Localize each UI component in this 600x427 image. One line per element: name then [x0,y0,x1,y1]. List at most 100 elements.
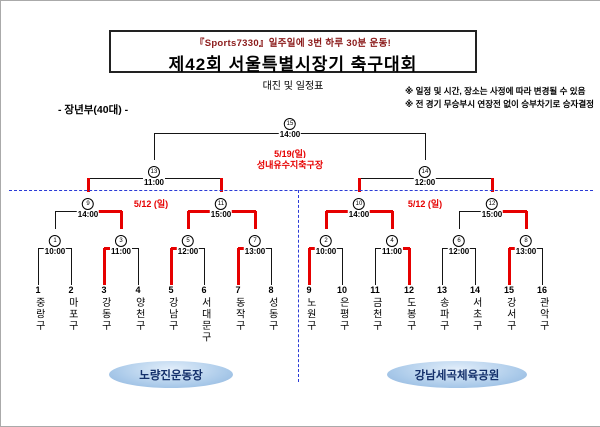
bracket-line [154,133,156,179]
match-time: 12:00 [448,247,470,256]
page-title: 제42회 서울특별시장기 축구대회 [168,55,418,74]
bracket-line [204,248,205,285]
venue-left-label: 노량진운동장 [139,369,203,382]
team-name: 송파구 [437,297,449,332]
title-box: 『Sports7330』일주일에 3번 하루 30분 운동! 제42회 서울특별… [109,30,477,74]
match-time: 13:00 [515,247,537,256]
team-name: 마포구 [66,297,78,332]
bracket-line [138,248,139,285]
team-name: 은평구 [337,297,349,332]
team-column-10: 10 은평구 [331,285,353,332]
team-number: 6 [201,285,207,295]
team-name: 중랑구 [33,297,45,332]
match-label-sf1: 13 11:00 [142,160,166,188]
team-number: 4 [135,285,141,295]
match-number-circled: 12 [482,192,502,210]
team-column-13: 13 송파구 [431,285,453,332]
match-time: 15:00 [481,210,503,219]
team-number: 8 [268,285,274,295]
match-time: 14:00 [348,210,370,219]
bracket-line [442,248,443,285]
team-name: 노원구 [304,297,316,332]
bracket-line [342,248,343,285]
match-number-circled: 11 [211,192,231,210]
match-time: 11:00 [381,247,403,256]
notice-block: ※ 일정 및 시간, 장소는 사정에 따라 변경될 수 있음 ※ 전 경기 무승… [405,85,594,111]
qf-date-right-label: 5/12 (일) [406,197,444,210]
match-time: 13:00 [244,247,266,256]
team-column-9: 9 노원구 [298,285,320,332]
match-time: 10:00 [44,247,66,256]
dashed-separator-vertical [298,190,299,382]
match-label-final: 15 14:00 [278,112,302,140]
match-label-qf3: 10 14:00 [347,192,371,220]
match-label-r1-3: 3 11:00 [109,229,133,257]
team-number: 9 [306,285,312,295]
match-time: 10:00 [315,247,337,256]
bracket-line [508,248,511,285]
match-label-r1-8: 8 13:00 [514,229,538,257]
match-time: 14:00 [279,130,301,139]
match-time: 11:00 [143,178,165,187]
dashed-separator-horizontal [9,190,593,191]
team-name: 강동구 [99,297,111,332]
match-number-circled: 13 [144,160,164,178]
notice-line-2: ※ 전 경기 무승부시 연장전 없이 승부차기로 승자결정 [404,98,594,109]
match-time: 15:00 [210,210,232,219]
team-name: 금천구 [370,297,382,332]
team-name: 강남구 [166,297,178,332]
team-name: 서대문구 [199,297,211,343]
team-name: 성동구 [266,297,278,332]
team-number: 16 [536,285,547,295]
team-name: 서초구 [470,297,482,332]
bracket-line [170,248,173,285]
bracket-line [475,248,476,285]
match-label-r1-4: 4 11:00 [380,229,404,257]
match-label-r1-5: 5 12:00 [176,229,200,257]
match-time: 12:00 [414,178,436,187]
bracket-line [71,248,72,285]
team-column-8: 8 성동구 [260,285,282,332]
bracket-line [87,210,122,213]
match-number-circled: 8 [516,229,536,247]
team-name: 도봉구 [404,297,416,332]
team-number: 13 [436,285,447,295]
venue-right-ellipse: 강남세곡체육공원 [387,361,527,388]
team-number: 10 [336,285,347,295]
match-label-r1-1: 1 10:00 [43,229,67,257]
match-label-r1-2: 2 10:00 [314,229,338,257]
final-date-label: 5/19(일) [273,147,307,160]
match-number-circled: 10 [349,192,369,210]
match-label-qf2: 11 15:00 [209,192,233,220]
team-number: 3 [101,285,107,295]
match-number-circled: 15 [280,112,300,130]
match-number-circled: 5 [178,229,198,247]
bracket-line [271,248,272,285]
slogan-text: 『Sports7330』일주일에 3번 하루 30분 운동! [194,38,392,49]
venue-left-ellipse: 노량진운동장 [109,361,233,388]
match-label-r1-6: 6 12:00 [447,229,471,257]
match-label-sf2: 14 12:00 [413,160,437,188]
notice-line-1: ※ 일정 및 시간, 장소는 사정에 따라 변경될 수 있음 [404,86,586,96]
match-number-circled: 3 [111,229,131,247]
qf-date-left-label: 5/12 (일) [132,197,170,210]
match-number-circled: 1 [45,229,65,247]
team-name: 관악구 [537,297,549,332]
bracket-line [542,248,543,285]
division-label: - 장년부(40대) - [58,104,129,116]
match-number-circled: 6 [449,229,469,247]
match-number-circled: 4 [382,229,402,247]
match-label-r1-7: 7 13:00 [243,229,267,257]
team-column-6: 6 서대문구 [193,285,215,343]
bracket-line [375,248,376,285]
match-number-circled: 7 [245,229,265,247]
bracket-line [103,248,106,285]
